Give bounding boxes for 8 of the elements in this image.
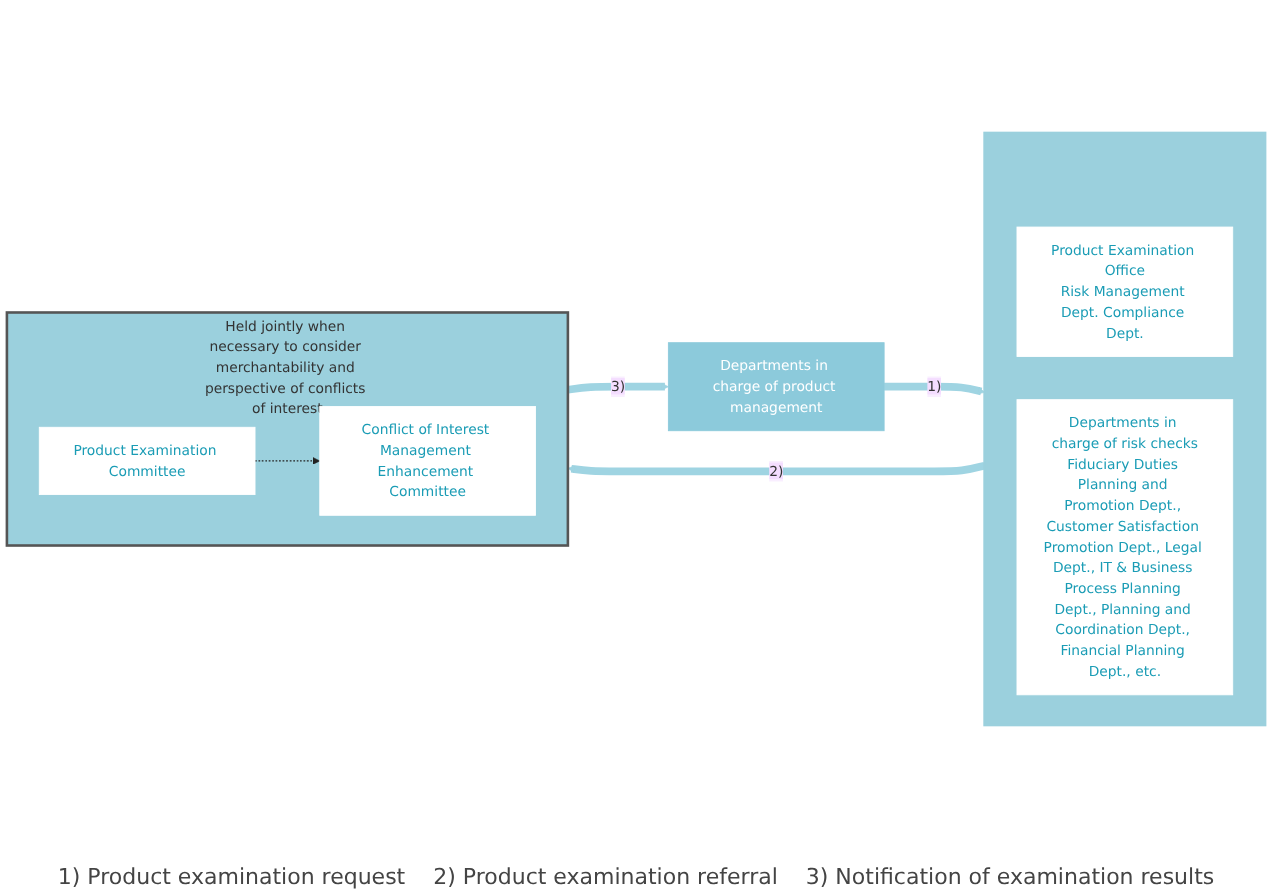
arrow — [567, 461, 986, 476]
note-text: 2) Product examination referral — [433, 864, 778, 890]
arrow — [883, 382, 985, 396]
cluster — [983, 131, 1267, 727]
arrow — [567, 382, 669, 394]
note-text: 1) Product examination request — [57, 864, 406, 890]
arrow — [254, 457, 321, 465]
note-text: 3) Notification of examination results — [805, 864, 1215, 890]
